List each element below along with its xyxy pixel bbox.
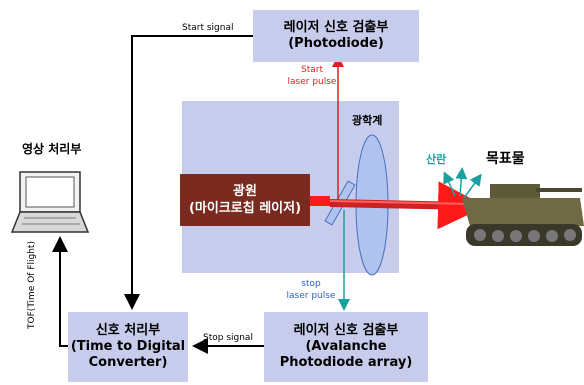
laser-source-box: 광원 (마이크로칩 레이저): [180, 174, 310, 226]
apd-detector-line2: (Avalanche: [305, 339, 387, 354]
apd-detector-line1: 레이저 신호 검출부: [293, 323, 399, 338]
scatter-arrow-1: [443, 171, 456, 197]
stop-pulse-line1: stop: [301, 279, 321, 289]
tank-icon: [462, 184, 584, 246]
optics-label: 광학계: [352, 114, 383, 127]
stop-pulse-line2: laser pulse: [286, 291, 336, 301]
laser-beam-outgoing: [329, 181, 486, 230]
apd-detector-line3: Photodiode array): [279, 355, 413, 370]
apd-detector-box: 레이저 신호 검출부 (Avalanche Photodiode array): [264, 312, 428, 382]
laser-source-line2: (마이크로칩 레이저): [188, 201, 302, 216]
start-pulse-line2: laser pulse: [287, 77, 337, 87]
laser-source-line1: 광원: [233, 184, 257, 199]
scatter-label: 산란: [426, 153, 447, 166]
start-signal-line: [124, 35, 253, 310]
signal-processing-line1: 신호 처리부: [95, 323, 161, 338]
image-processing-label: 영상 처리부: [22, 142, 82, 156]
start-signal-label: Start signal: [182, 23, 234, 33]
photodiode-detector-box: 레이저 신호 검출부 (Photodiode): [253, 10, 419, 62]
scatter-arrow-2: [455, 167, 468, 197]
laptop-icon: [10, 171, 90, 233]
start-pulse-line1: Start: [301, 65, 323, 75]
signal-processing-box: 신호 처리부 (Time to Digital Converter): [68, 312, 188, 382]
tof-label: TOF(Time Of Flight): [26, 241, 37, 329]
signal-processing-line2: (Time to Digital: [70, 339, 186, 354]
stop-pulse-label: stop laser pulse: [280, 278, 342, 302]
signal-processing-line3: Converter): [88, 355, 168, 370]
laser-beam-highlight: [329, 200, 471, 205]
tof-signal-line: [52, 236, 68, 347]
target-label: 목표물: [486, 151, 525, 167]
photodiode-detector-subtitle: (Photodiode): [288, 36, 384, 51]
scatter-arrow-3: [463, 173, 482, 199]
stop-signal-label: Stop signal: [203, 333, 253, 343]
start-pulse-label: Start laser pulse: [280, 64, 344, 88]
photodiode-detector-title: 레이저 신호 검출부: [283, 20, 389, 35]
